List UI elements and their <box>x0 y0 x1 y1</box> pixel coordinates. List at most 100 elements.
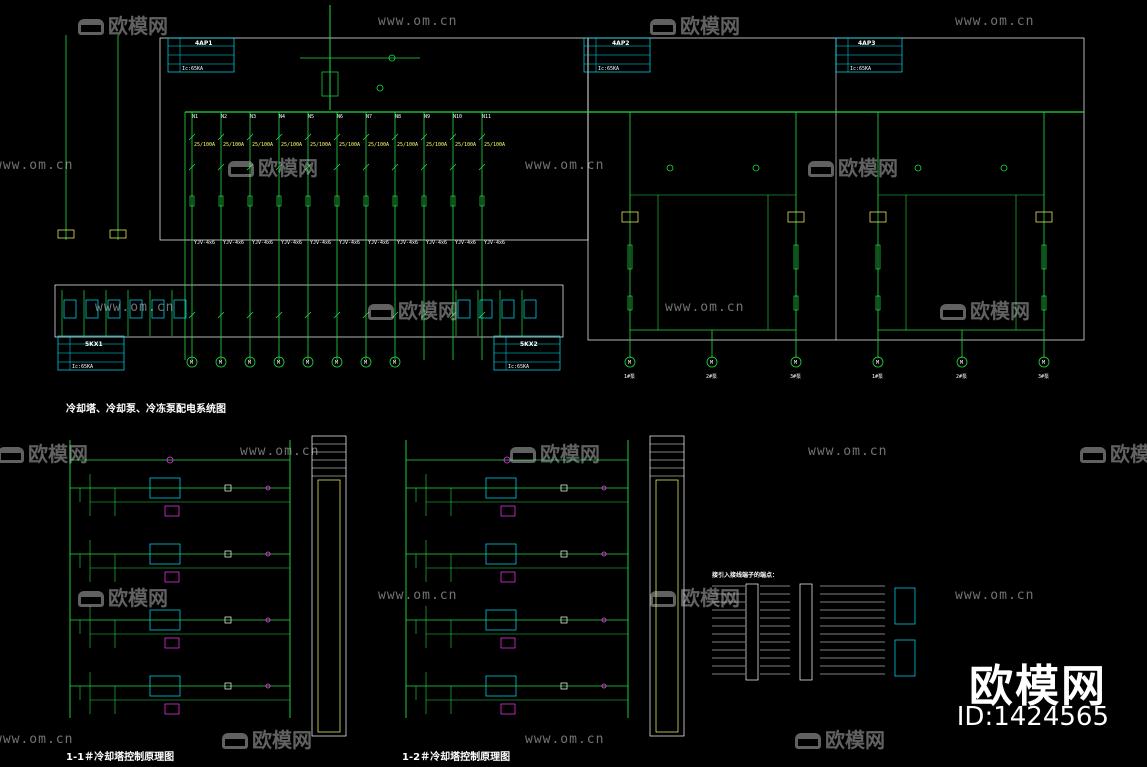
watermark-url: www.om.cn <box>95 300 175 315</box>
pump-label: 3#泵 <box>1038 374 1049 380</box>
caption-system-diagram: 冷却塔、冷却泵、冷冻泵配电系统图 <box>66 404 226 415</box>
motor-letter: M <box>393 360 396 366</box>
cable-spec: YJV-4x6 <box>194 240 215 246</box>
circuit-id: N9 <box>424 114 430 120</box>
circuit-id: N10 <box>453 114 462 120</box>
watermark-logo: 欧模网 <box>1080 438 1147 467</box>
contactor-symbol <box>449 163 457 171</box>
breaker-rating: 25/100A <box>223 142 244 148</box>
motor-symbol <box>186 356 198 368</box>
watermark-url: www.om.cn <box>525 732 605 747</box>
motor-letter: M <box>335 360 338 366</box>
vfd-symbol <box>869 211 887 223</box>
relay-coil <box>500 505 516 517</box>
sofa-icon <box>808 161 834 177</box>
watermark-logo: 欧模网 <box>808 152 898 181</box>
pump-label: 1#泵 <box>872 374 883 380</box>
relay-symbol <box>793 295 799 311</box>
watermark-logo: 欧模网 <box>78 582 168 611</box>
feeder-tag <box>57 229 75 239</box>
breaker-rating: 25/100A <box>368 142 389 148</box>
contactor-coil <box>560 484 568 492</box>
sofa-icon <box>78 19 104 35</box>
circuit-id: N5 <box>308 114 314 120</box>
motor-letter: M <box>628 360 631 366</box>
control-contact <box>85 299 99 319</box>
breaker-symbol <box>321 71 339 97</box>
meter-symbol <box>914 164 922 172</box>
watermark-url: www.om.cn <box>955 588 1035 603</box>
motor-letter: M <box>960 360 963 366</box>
contact-group <box>485 543 517 565</box>
contactor-symbol <box>333 163 341 171</box>
panel-icc: Ic:65KA <box>182 66 203 72</box>
breaker-symbol <box>333 133 341 141</box>
control-contact <box>129 299 143 319</box>
watermark-logo: 欧模网 <box>0 438 88 467</box>
breaker-rating: 25/100A <box>281 142 302 148</box>
breaker-rating: 25/100A <box>397 142 418 148</box>
control-contact <box>479 299 493 319</box>
contact-group <box>149 675 181 697</box>
contactor-symbol <box>304 311 312 319</box>
contactor-symbol <box>478 163 486 171</box>
watermark-url: www.om.cn <box>525 158 605 173</box>
contact-group <box>485 675 517 697</box>
relay-symbol <box>276 195 282 207</box>
watermark-url: www.om.cn <box>0 732 74 747</box>
relay-symbol <box>334 195 340 207</box>
control-rung <box>406 540 628 583</box>
watermark-logo: 欧模网 <box>222 724 312 753</box>
relay-coil <box>164 703 180 715</box>
motor-letter: M <box>876 360 879 366</box>
relay-symbol <box>627 295 633 311</box>
relay-symbol <box>875 244 881 270</box>
contactor-coil <box>560 550 568 558</box>
contactor-coil <box>224 484 232 492</box>
contactor-symbol <box>275 163 283 171</box>
motor-letter: M <box>277 360 280 366</box>
relay-symbol <box>218 195 224 207</box>
pump-label: 3#泵 <box>790 374 801 380</box>
watermark-url: www.om.cn <box>955 14 1035 29</box>
relay-coil <box>164 505 180 517</box>
contactor-coil <box>224 550 232 558</box>
motor-letter: M <box>1042 360 1045 366</box>
cable-spec: YJV-4x6 <box>484 240 505 246</box>
relay-symbol <box>627 244 633 270</box>
sofa-icon <box>368 304 394 320</box>
breaker-symbol <box>478 133 486 141</box>
pump-label: 2#泵 <box>956 374 967 380</box>
breaker-rating: 25/100A <box>426 142 447 148</box>
contactor-symbol <box>188 311 196 319</box>
motor-letter: M <box>190 360 193 366</box>
terminal-block <box>745 583 759 681</box>
contactor-symbol <box>449 311 457 319</box>
relay-symbol <box>247 195 253 207</box>
motor-symbol <box>360 356 372 368</box>
breaker-rating: 25/100A <box>194 142 215 148</box>
relay-symbol <box>421 195 427 207</box>
contactor-symbol <box>304 163 312 171</box>
motor-symbol <box>331 356 343 368</box>
contactor-symbol <box>217 311 225 319</box>
watermark-logo: 欧模网 <box>510 438 600 467</box>
watermark-logo: 欧模网 <box>940 295 1030 324</box>
motor-letter: M <box>364 360 367 366</box>
breaker-rating: 25/100A <box>484 142 505 148</box>
breaker-rating: 25/100A <box>310 142 331 148</box>
watermark-logo: 欧模网 <box>795 724 885 753</box>
contactor-symbol <box>246 311 254 319</box>
panel-4ap1-label: 4AP1 <box>195 40 213 47</box>
contact-group <box>149 609 181 631</box>
relay-symbol <box>189 195 195 207</box>
watermark-url: www.om.cn <box>378 588 458 603</box>
cable-spec: YJV-4x6 <box>223 240 244 246</box>
watermark-url: www.om.cn <box>665 300 745 315</box>
terminal-diagram <box>712 583 916 681</box>
